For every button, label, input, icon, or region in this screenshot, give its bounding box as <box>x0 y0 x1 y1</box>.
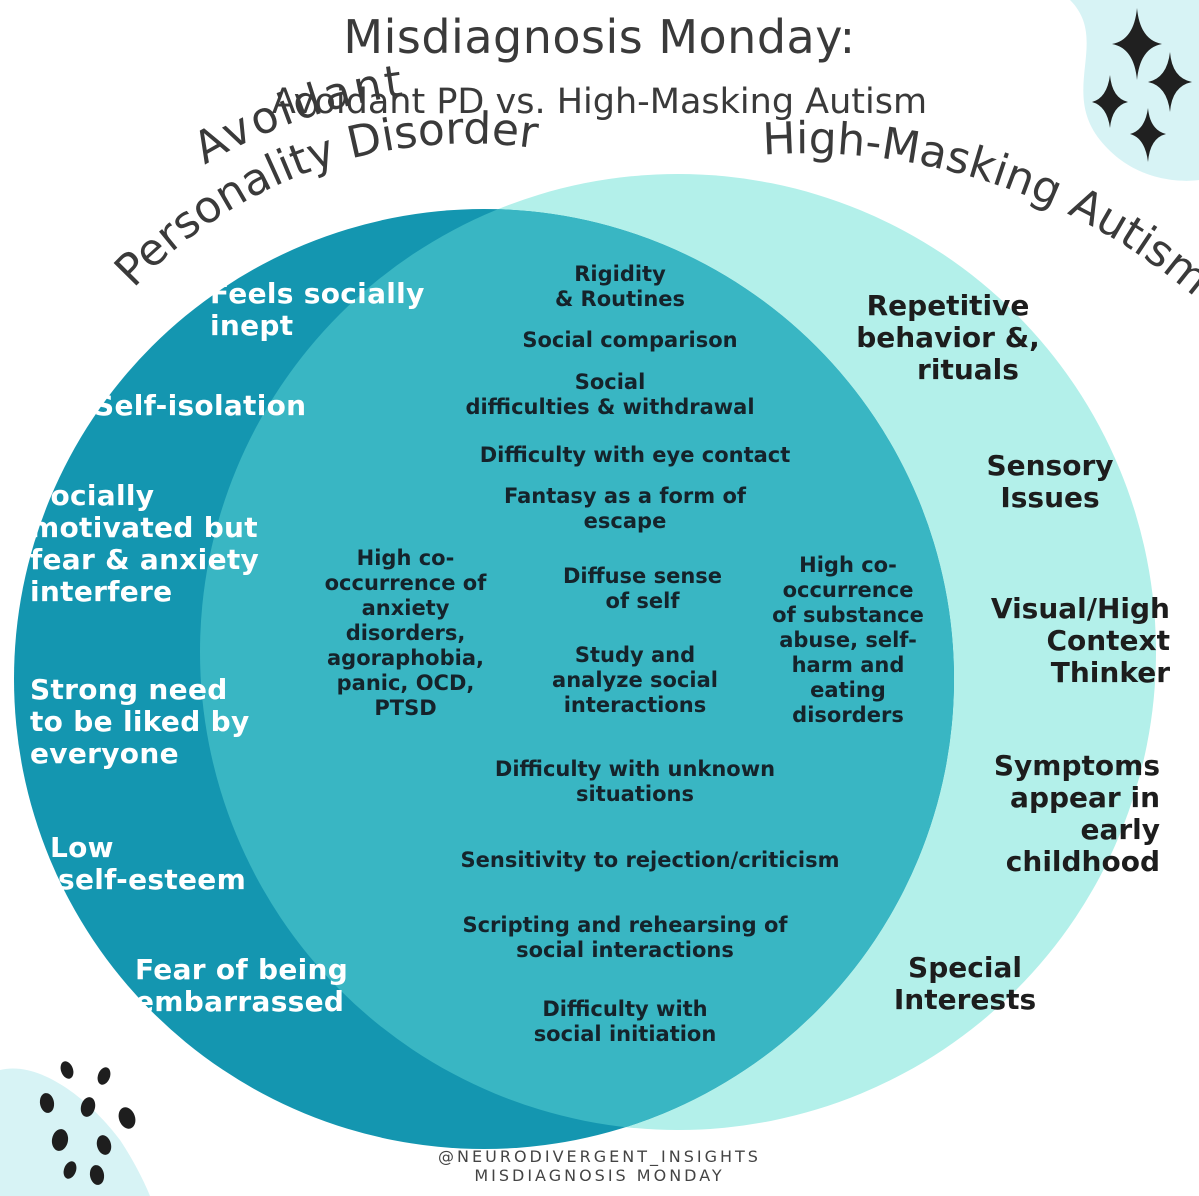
item-line: Interests <box>893 983 1037 1016</box>
item-early-childhood: Symptoms appear in early childhood <box>950 750 1160 878</box>
item-line: everyone <box>30 737 179 770</box>
item-line: childhood <box>1005 845 1160 878</box>
item-line: appear in <box>1010 781 1160 814</box>
item-fantasy-escape: Fantasy as a form of escape <box>460 484 790 534</box>
item-line: Social <box>574 370 646 394</box>
item-social-comparison: Social comparison <box>522 328 738 352</box>
item-line: High co- <box>799 553 897 577</box>
item-line: Context <box>1046 624 1170 657</box>
item-line: Symptoms <box>993 749 1160 782</box>
item-line: rituals <box>917 353 1019 386</box>
item-eye-contact: Difficulty with eye contact <box>479 443 791 467</box>
item-line: difficulties & withdrawal <box>465 395 755 419</box>
item-feels-socially-inept: Feels socially inept <box>210 278 425 342</box>
item-line: disorders, <box>345 621 466 645</box>
item-anxiety-cooccurrence: High co- occurrence of anxiety disorders… <box>298 546 513 721</box>
item-special-interests: Special Interests <box>870 952 1060 1016</box>
item-line: Rigidity <box>574 262 666 286</box>
item-self-isolation: Self-isolation <box>94 389 307 422</box>
item-line: situations <box>576 782 694 806</box>
footer-handle: @NEURODIVERGENT_INSIGHTS <box>438 1147 761 1166</box>
item-scripting: Scripting and rehearsing of social inter… <box>405 913 845 963</box>
item-line: Difficulty with unknown <box>494 757 776 781</box>
item-line: Thinker <box>1050 656 1170 689</box>
item-line: Visual/High <box>990 592 1170 625</box>
item-line: Repetitive <box>866 289 1030 322</box>
item-line: early <box>1080 813 1160 846</box>
item-line: interactions <box>563 693 707 717</box>
sparkle-icon <box>1092 8 1192 162</box>
item-need-to-be-liked: Strong need to be liked by everyone <box>30 674 250 770</box>
item-line: eating <box>810 678 886 702</box>
item-line: Low <box>50 831 114 864</box>
item-line: Difficulty with <box>542 997 708 1021</box>
item-line: embarrassed <box>135 985 345 1018</box>
item-line: anxiety <box>361 596 450 620</box>
item-line: Special <box>908 951 1022 984</box>
item-socially-motivated: Socially motivated but fear & anxiety in… <box>30 480 259 608</box>
item-line: Fantasy as a form of <box>503 484 747 508</box>
bottom-left-blob-decor <box>0 1068 150 1196</box>
item-line: PTSD <box>374 696 437 720</box>
top-right-blob-decor <box>1070 0 1199 181</box>
item-line: motivated but <box>30 511 258 544</box>
item-line: of self <box>605 589 680 613</box>
item-social-initiation: Difficulty with social initiation <box>480 997 770 1047</box>
item-line: abuse, self- <box>779 628 917 652</box>
item-substance-cooccurrence: High co- occurrence of substance abuse, … <box>748 553 948 728</box>
item-line: social initiation <box>533 1022 717 1046</box>
item-line: Socially <box>30 479 155 512</box>
item-social-difficulties: Social difficulties & withdrawal <box>420 370 800 420</box>
item-line: occurrence <box>782 578 914 602</box>
item-line: occurrence of <box>324 571 487 595</box>
item-line: Sensory <box>986 449 1114 482</box>
item-study-social: Study and analyze social interactions <box>525 643 745 718</box>
item-rejection-sensitivity: Sensitivity to rejection/criticism <box>460 848 840 872</box>
footer-series: MISDIAGNOSIS MONDAY <box>474 1166 725 1185</box>
item-line: disorders <box>792 703 904 727</box>
item-low-self-esteem: Low self-esteem <box>50 832 246 896</box>
item-line: to be liked by <box>30 705 250 738</box>
item-visual-thinker: Visual/High Context Thinker <box>955 593 1170 689</box>
item-line: inept <box>210 309 294 342</box>
item-unknown-situations: Difficulty with unknown situations <box>440 757 830 807</box>
dots-icon <box>39 1061 136 1185</box>
item-line: Feels socially <box>210 277 425 310</box>
item-line: panic, OCD, <box>336 671 475 695</box>
item-line: of substance <box>772 603 924 627</box>
item-sensory-issues: Sensory Issues <box>960 450 1140 514</box>
item-line: High co- <box>356 546 455 570</box>
item-diffuse-self: Diffuse sense of self <box>535 564 750 614</box>
item-line: Study and <box>574 643 696 667</box>
item-line: Issues <box>1000 481 1100 514</box>
item-line: social interactions <box>516 938 734 962</box>
item-fear-embarrassed: Fear of being embarrassed <box>135 954 348 1018</box>
item-repetitive-behavior: Repetitive behavior &, rituals <box>838 290 1058 386</box>
item-line: Scripting and rehearsing of <box>462 913 788 937</box>
item-line: behavior &, <box>856 321 1040 354</box>
item-line: interfere <box>30 575 173 608</box>
item-line: escape <box>583 509 667 533</box>
item-line: analyze social <box>552 668 718 692</box>
item-line: Diffuse sense <box>562 564 723 588</box>
item-line: agoraphobia, <box>327 646 484 670</box>
item-line: Fear of being <box>135 953 349 986</box>
item-line: & Routines <box>554 287 686 311</box>
item-line: fear & anxiety <box>30 543 260 576</box>
page-subtitle: Avoidant PD vs. High-Masking Autism <box>271 82 928 122</box>
item-line: harm and <box>791 653 905 677</box>
item-rigidity-routines: Rigidity & Routines <box>520 262 720 312</box>
item-line: Strong need <box>30 673 228 706</box>
page-title: Misdiagnosis Monday: <box>343 10 856 64</box>
item-line: self-esteem <box>58 863 247 896</box>
